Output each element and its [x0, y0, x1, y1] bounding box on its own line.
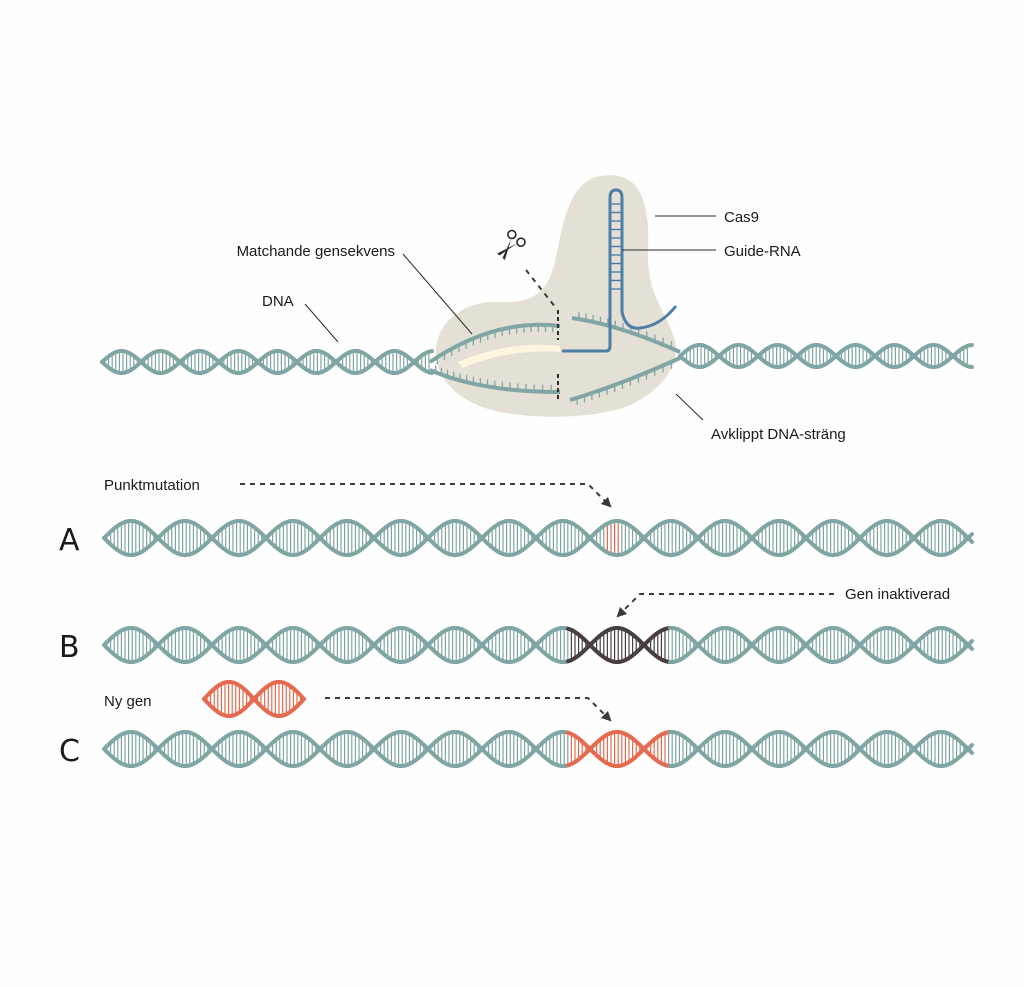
unwound-dna: [428, 310, 681, 405]
matching-sequence-highlight: [458, 344, 560, 368]
dna-helix-top-left: [100, 349, 434, 375]
dna-helix-c: [102, 730, 974, 768]
guide-rna: [562, 188, 678, 353]
guide-rna-label: Guide-RNA: [724, 243, 801, 260]
row-letter-b: B: [59, 630, 80, 665]
scissors-icon: [497, 229, 526, 260]
cas9-protein: [436, 175, 676, 417]
cas9-section: Cas9 Guide-RNA Matchande gensekvens DNA …: [100, 175, 974, 443]
row-letter-c: C: [59, 734, 80, 769]
dna-helix-top-right: [678, 343, 974, 369]
row-letter-a: A: [59, 523, 80, 558]
gene-inactivated-label: Gen inaktiverad: [845, 586, 950, 603]
row-b: B Gen inaktiverad: [59, 586, 974, 665]
new-gene-label: Ny gen: [104, 693, 152, 710]
dna-helix-b: [102, 626, 974, 664]
cas9-label: Cas9: [724, 209, 759, 226]
new-gene-helix: [202, 680, 306, 718]
row-c: C Ny gen: [59, 680, 974, 769]
dna-helix-a: [102, 519, 974, 557]
dna-label: DNA: [262, 293, 294, 310]
matching-sequence-label: Matchande gensekvens: [237, 243, 395, 260]
point-mutation-label: Punktmutation: [104, 477, 200, 494]
cut-strand-label: Avklippt DNA-sträng: [711, 426, 846, 443]
row-a: A Punktmutation: [59, 477, 974, 558]
